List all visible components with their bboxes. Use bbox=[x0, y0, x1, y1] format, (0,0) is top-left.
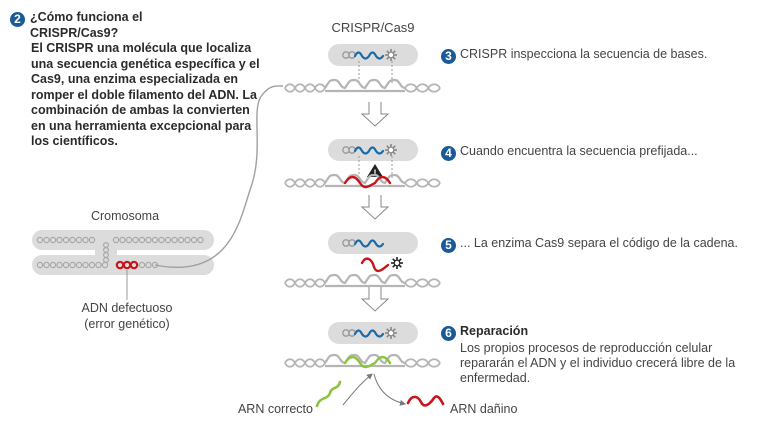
intro-block: 2¿Cómo funciona el CRISPR/Cas9? El CRISP… bbox=[10, 10, 260, 150]
svg-text:!: ! bbox=[374, 168, 377, 178]
down-arrow-2 bbox=[360, 195, 390, 220]
step-4-cas9-icon bbox=[385, 144, 397, 156]
defective-dna-beads bbox=[115, 260, 139, 270]
harmful-rna-strand bbox=[406, 395, 445, 407]
step-6-text: Los propios procesos de reproducción cel… bbox=[460, 341, 736, 385]
step-4-guide-rna bbox=[353, 146, 385, 155]
correct-rna-label: ARN correcto bbox=[237, 402, 313, 416]
arrow-correct-to-dna bbox=[342, 373, 373, 406]
harmful-rna-label: ARN dañino bbox=[450, 402, 518, 416]
intro-body: El CRISPR una molécula que localiza una … bbox=[31, 41, 260, 148]
step-3-capsule bbox=[328, 44, 418, 66]
step-3-illustration bbox=[284, 44, 441, 93]
arrow-dna-to-harmful bbox=[373, 373, 406, 406]
step-6-capsule bbox=[328, 322, 418, 344]
chromosome-title: Cromosoma bbox=[90, 209, 160, 223]
intro-question: 2¿Cómo funciona el CRISPR/Cas9? bbox=[10, 10, 260, 41]
step-5-illustration bbox=[284, 232, 441, 288]
down-arrow-1 bbox=[360, 102, 390, 127]
step-6-cas9-icon bbox=[385, 327, 397, 339]
step-6-illustration bbox=[284, 322, 441, 369]
step-badge-3: 3 bbox=[441, 49, 456, 64]
step-5-cas9-cut-icon bbox=[391, 257, 403, 269]
step-6: 6 Reparación Los propios procesos de repr… bbox=[441, 324, 761, 386]
step-4-target-sequence bbox=[343, 175, 392, 189]
defect-label: ADN defectuoso (error genético) bbox=[81, 301, 173, 331]
step-5: 5... La enzima Cas9 separa el código de … bbox=[441, 236, 761, 253]
step-3-cas9-icon bbox=[385, 49, 397, 61]
correct-rna-strand bbox=[315, 380, 342, 408]
crispr-cas9-label: CRISPR/Cas9 bbox=[331, 20, 415, 35]
step-badge-6: 6 bbox=[441, 326, 456, 341]
step-6-title: Reparación bbox=[460, 324, 529, 338]
step-5-capsule bbox=[328, 232, 418, 254]
step-5-excised-rna bbox=[360, 257, 390, 273]
step-6-repaired-sequence bbox=[343, 355, 392, 369]
chromosome-illustration bbox=[32, 230, 214, 300]
step-badge-4: 4 bbox=[441, 146, 456, 161]
step-4-illustration: ! bbox=[284, 139, 441, 189]
step-badge-5: 5 bbox=[441, 238, 456, 253]
warning-icon: ! bbox=[367, 164, 383, 178]
down-arrow-3 bbox=[360, 287, 390, 312]
step-4-capsule bbox=[328, 139, 418, 161]
step-6-guide-rna bbox=[353, 329, 385, 338]
step-3-guide-rna bbox=[353, 51, 385, 60]
step-5-guide-rna bbox=[353, 239, 385, 248]
step-badge-2: 2 bbox=[10, 12, 25, 27]
connector-line bbox=[154, 85, 284, 268]
